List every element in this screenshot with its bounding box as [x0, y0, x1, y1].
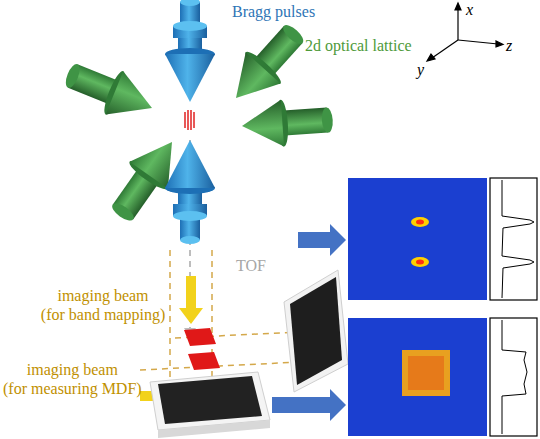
beam-label: Bragg pulses — [232, 2, 315, 21]
beam-label: 2d optical lattice — [305, 36, 412, 55]
beam-label: imaging beam (for measuring MDF) — [3, 360, 142, 398]
process-label: TOF — [236, 256, 266, 275]
axis-label: y — [417, 60, 424, 79]
axis-label: x — [466, 0, 473, 19]
axis-label: z — [506, 36, 512, 55]
beam-label: imaging beam (for band mapping) — [41, 286, 165, 324]
